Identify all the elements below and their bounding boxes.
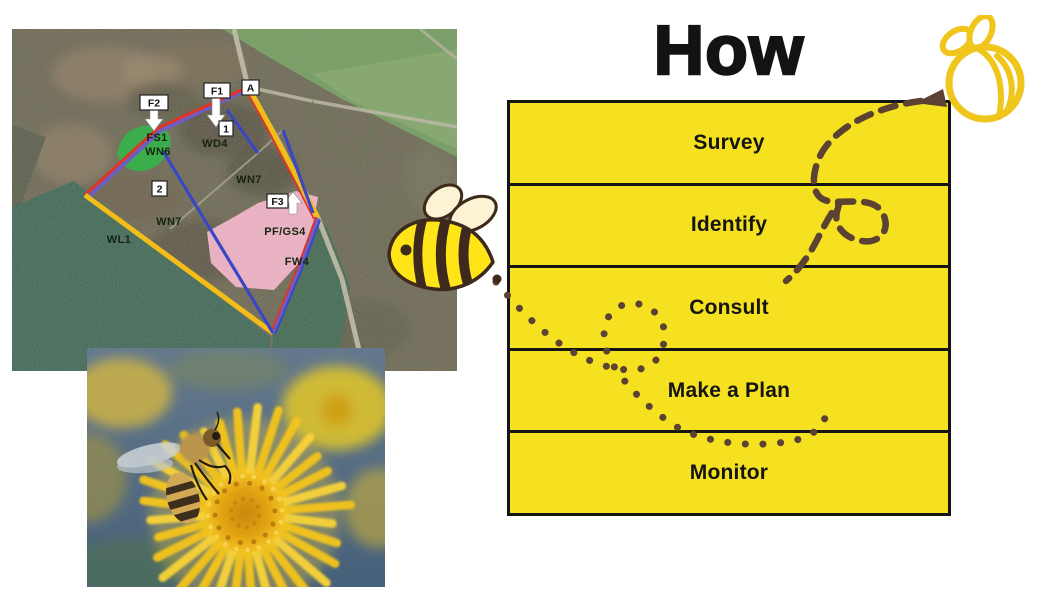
map-line-blue-se — [274, 219, 321, 335]
step-row-survey[interactable]: Survey — [510, 103, 948, 186]
map-grain — [12, 29, 457, 371]
step-row-consult[interactable]: Consult — [510, 268, 948, 351]
step-label: Identify — [690, 213, 768, 237]
bee-cartoon-icon — [387, 183, 502, 292]
map-marker-label: F1 — [211, 86, 223, 98]
map-line-red-road — [244, 88, 315, 220]
step-label: Survey — [693, 130, 765, 154]
bee-legs — [189, 411, 232, 501]
map-marker-1: 1 — [218, 120, 234, 137]
map-area-labels: FS1 WN6 WD4 WN7 WN7 WL1 PF/GS4 FW4 — [107, 132, 310, 268]
bee-stinger — [915, 89, 947, 107]
bee-stripe — [974, 45, 1004, 120]
bee-eye — [212, 432, 220, 440]
step-row-monitor[interactable]: Monitor — [510, 433, 948, 513]
map-line-blue-mid — [161, 150, 275, 334]
page-title: How — [652, 10, 805, 89]
honeybee-photo — [116, 411, 232, 525]
area-label-fw4: FW4 — [285, 256, 310, 268]
bee-eye — [400, 244, 412, 256]
area-label-pfgs4: PF/GS4 — [264, 226, 306, 238]
flower-disc — [205, 473, 285, 553]
map-line-yellow-wl1 — [83, 192, 275, 336]
steps-table: Survey Identify Consult Make a Plan Moni… — [507, 100, 951, 516]
bee-wing — [117, 456, 173, 474]
map-marker-a: A — [241, 79, 260, 96]
map-marker-label: F3 — [271, 196, 283, 208]
step-label: Consult — [689, 295, 769, 319]
step-row-identify[interactable]: Identify — [510, 186, 948, 269]
bee-stripe — [994, 53, 1015, 116]
bee-thorax — [181, 434, 209, 462]
flower-disc-texture — [205, 473, 285, 553]
step-label: Make a Plan — [667, 378, 791, 402]
area-label-wn7-south: WN7 — [156, 216, 182, 228]
area-label-wl1: WL1 — [107, 234, 131, 246]
map-line-blue-short — [225, 109, 260, 154]
map-line-red-se — [270, 216, 317, 333]
map-marker-label: 1 — [223, 124, 229, 136]
area-label-wn7-east: WN7 — [236, 174, 262, 186]
map-marker-label: 2 — [157, 184, 163, 196]
map-marker-f2: F2 — [139, 94, 169, 111]
step-row-make-a-plan[interactable]: Make a Plan — [510, 351, 948, 434]
down-arrow-icon — [144, 108, 164, 132]
map-markers: F2 F1 A 1 2 F3 — [139, 79, 289, 209]
area-label-wd4: WD4 — [202, 138, 228, 150]
step-label: Monitor — [689, 461, 769, 485]
map-line-blue-east — [281, 129, 315, 214]
map-marker-2: 2 — [151, 180, 168, 197]
area-label-fs1: FS1 — [146, 132, 167, 144]
bee-tail-dot — [492, 274, 502, 284]
bee-stripes — [413, 219, 473, 290]
map-marker-label: F2 — [148, 98, 160, 110]
map-marker-f1: F1 — [203, 82, 231, 99]
bee-abdomen — [161, 472, 206, 525]
map-marker-f3: F3 — [266, 193, 289, 209]
area-label-wn6: WN6 — [145, 146, 171, 158]
bee-outline-icon — [915, 15, 1025, 123]
flower-petals — [139, 403, 355, 587]
map-area-pfgs4 — [207, 191, 318, 290]
map-line-purple-se — [271, 217, 320, 334]
map-marker-label: A — [247, 83, 255, 95]
bee-flower-photo — [87, 348, 385, 587]
